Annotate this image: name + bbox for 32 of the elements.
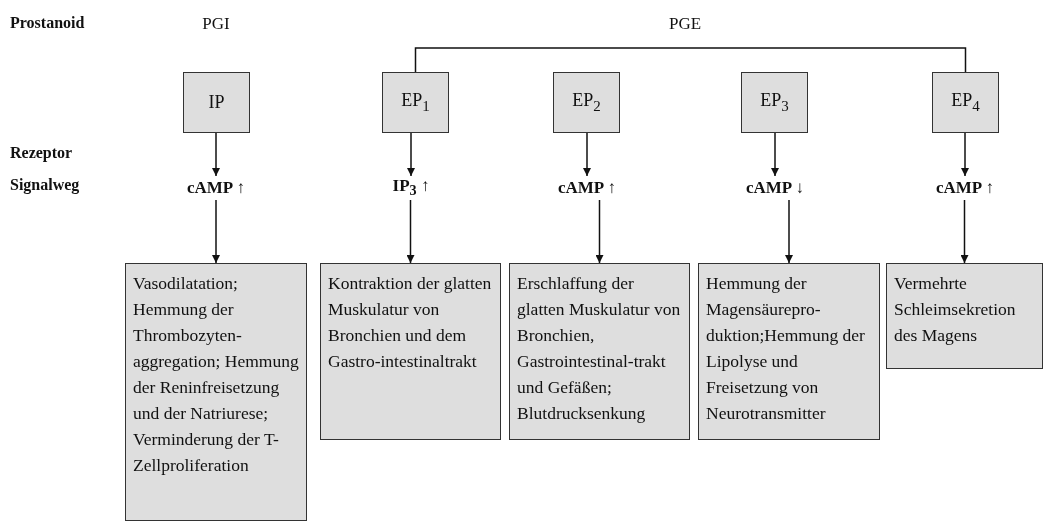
row-label: Signalweg [10,176,80,194]
signal-text: cAMP ↓ [745,178,805,198]
arrow [961,132,969,177]
arrow [785,199,793,264]
arrow [583,132,591,177]
row-label: Prostanoid [10,14,85,32]
signal-text: cAMP ↑ [557,178,617,198]
effect-box: Vermehrte Schleimsekretion des Magens [886,263,1043,369]
receptor-box: IP [183,72,250,133]
prostanoid-heading: PGE [668,14,702,34]
receptor-box: EP$_{4}$ [932,72,999,133]
arrow [212,199,220,264]
signal-text: IP$_{3}$ ↑ [392,176,430,200]
prostanoid-heading: PGI [202,14,230,34]
receptor-box: EP$_{1}$ [382,72,449,133]
receptor-box: EP$_{2}$ [553,72,620,133]
effect-box: Kontraktion der glatten Muskulatur von Bronchien und dem Gastro-intestinaltrakt [320,263,501,440]
arrow [212,132,220,177]
bracket-line [684,47,967,73]
effect-box: Erschlaffung der glatten Muskulatur von Bronchien, Gastrointestinal-trakt und Gefäßen; Blutdrucksenkung [509,263,690,440]
arrow [406,199,415,264]
signal-text: cAMP ↑ [186,178,246,198]
signal-text: cAMP ↑ [935,178,995,198]
arrow [407,132,415,177]
bracket-line [414,47,686,73]
effect-box: Hemmung der Magensäurepro-duktion;Hemmung der Lipolyse und Freisetzung von Neurotransmitter [698,263,880,440]
arrow [960,199,969,264]
effect-box: Vasodilatation; Hemmung der Thrombozyten-aggregation; Hemmung der Reninfreisetzung und der Natriurese; Verminderung der T-Zellproliferation [125,263,307,521]
arrow [595,199,604,264]
row-label: Rezeptor [10,144,73,162]
arrow [771,132,779,177]
receptor-box: EP$_{3}$ [741,72,808,133]
